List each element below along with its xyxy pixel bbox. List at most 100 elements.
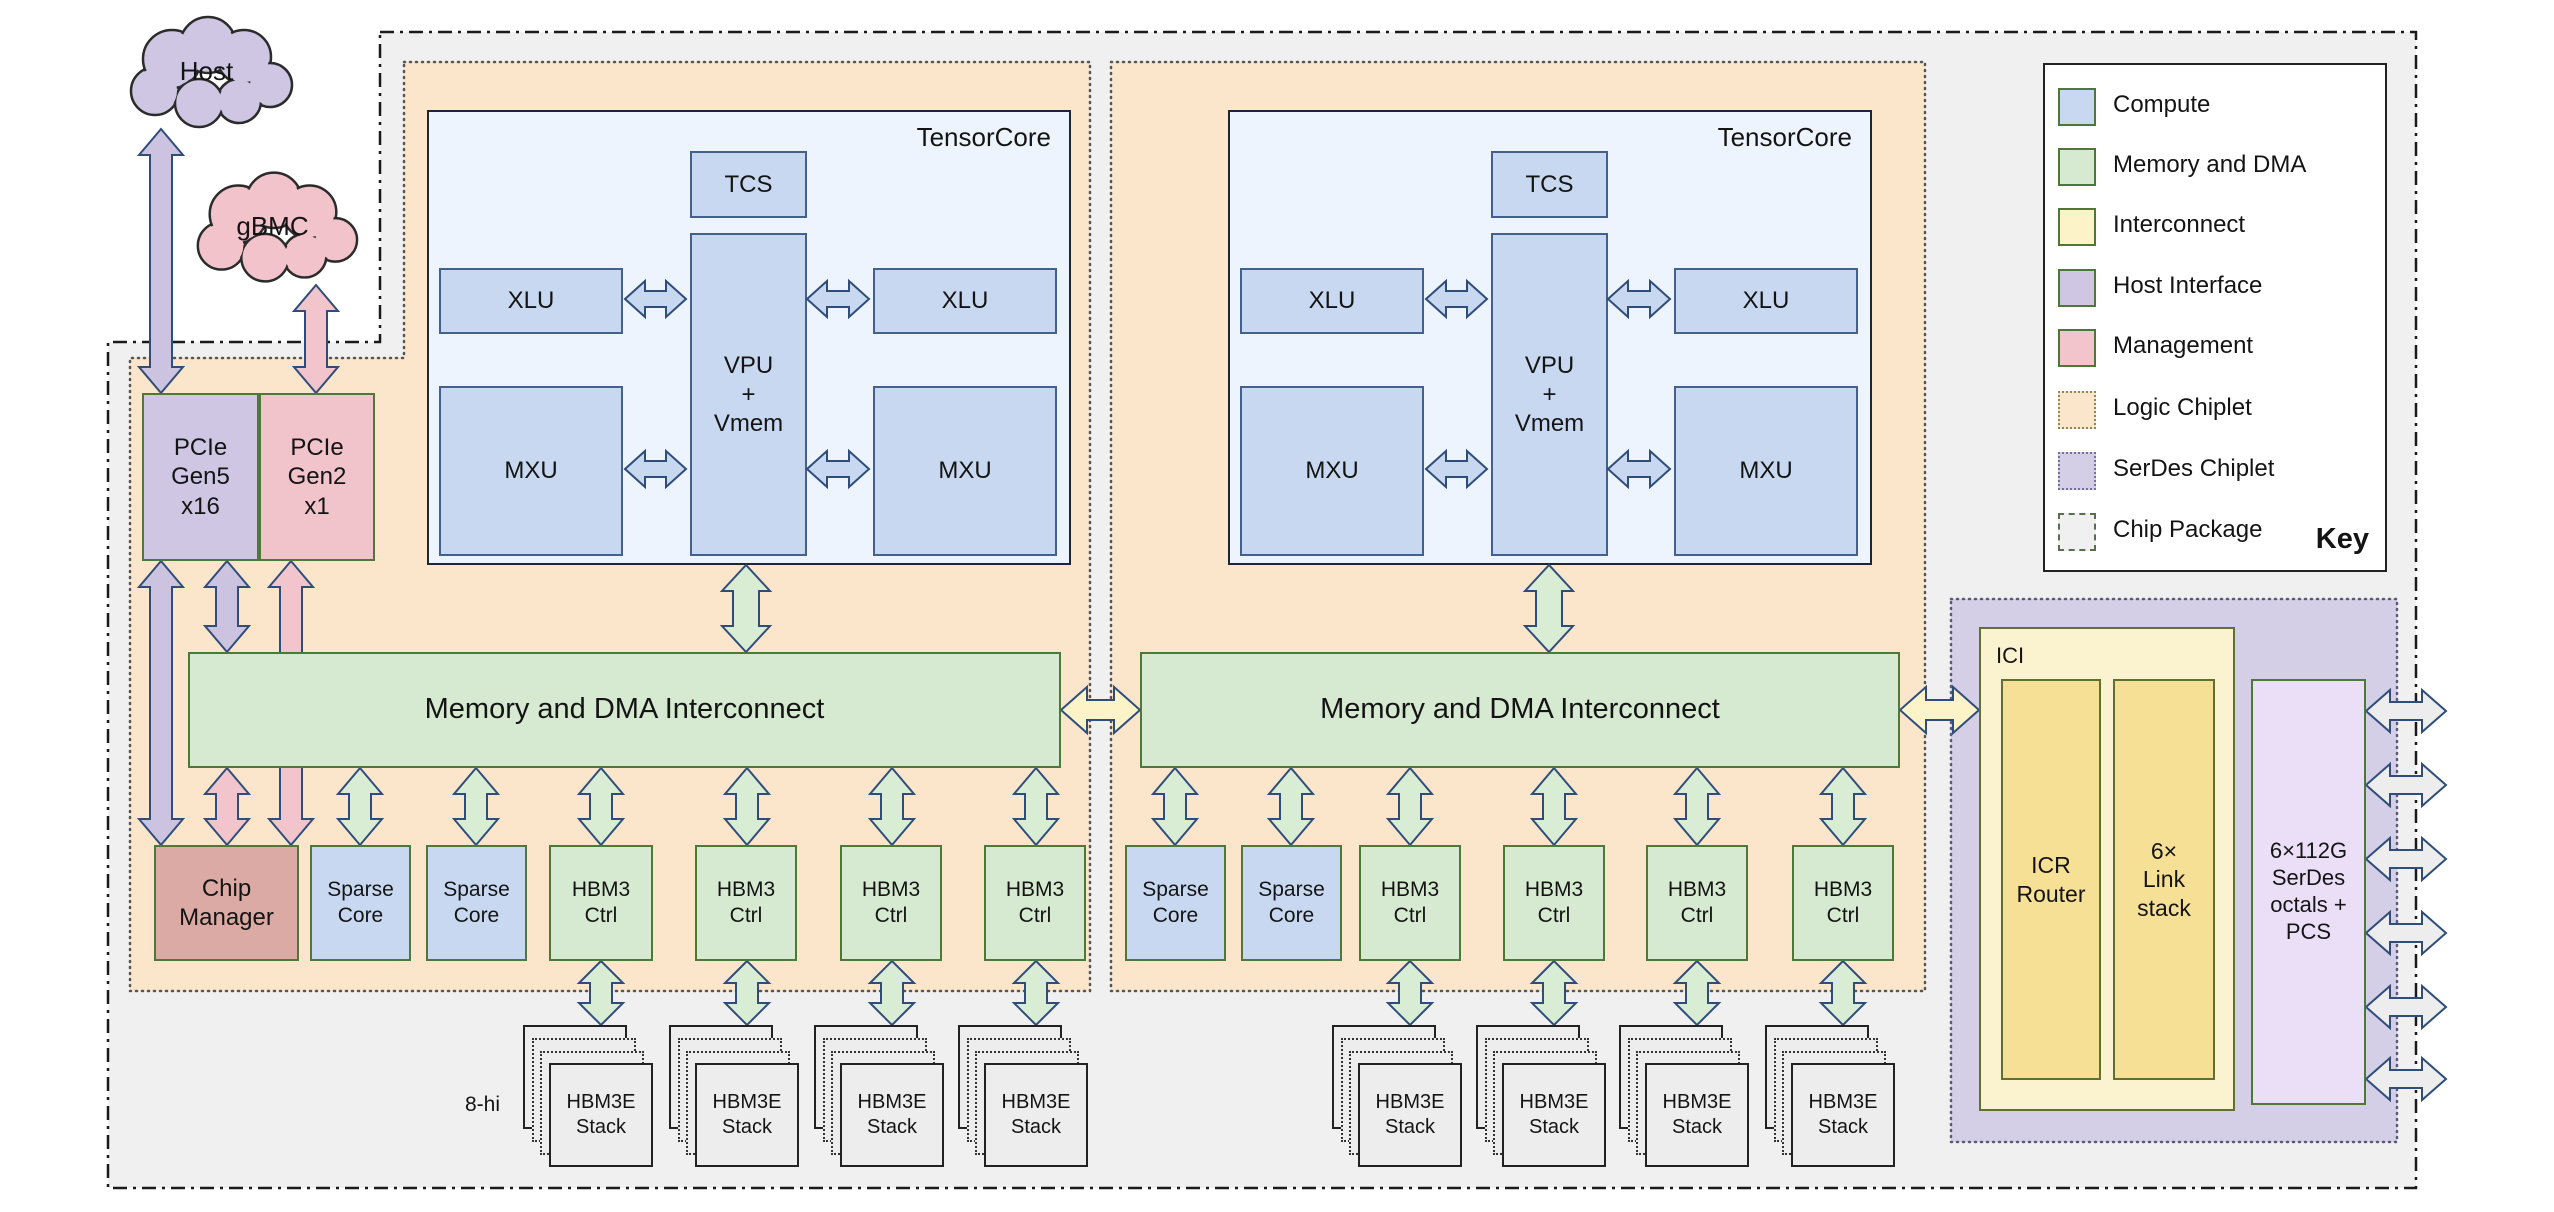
legend-label: Interconnect [2113,211,2246,238]
gbmc-cloud: gBMC [182,168,363,285]
sparse-core-block: Sparse Core [1125,845,1226,961]
sparse-core-block: Sparse Core [310,845,411,961]
hbm3e-stack-front: HBM3E Stack [984,1063,1088,1167]
legend-label: Chip Package [2113,516,2263,543]
arrow-serdes-link [2364,1055,2448,1103]
hbm3-ctrl-block: HBM3 Ctrl [1359,845,1461,961]
legend-label: SerDes Chiplet [2113,455,2275,482]
hbm3e-stack-front: HBM3E Stack [695,1063,799,1167]
tensorcore-1-panel: TensorCore TCS VPU + Vmem XLU XLU MXU MX… [427,110,1071,565]
vpu-vmem-block: VPU + Vmem [690,233,807,556]
hbm3e-stack-group: HBM3E Stack [958,1025,1088,1167]
hbm3e-stack-group: HBM3E Stack [1619,1025,1749,1167]
hbm3e-stack-front: HBM3E Stack [1645,1063,1749,1167]
arrow-vpu-mxu [805,448,871,490]
arrow-serdes-link [2364,835,2448,883]
ici-title: ICI [1996,643,2025,668]
legend-row: Chip Package [2045,512,2385,552]
serdes-chiplet-swatch [2058,452,2096,490]
sparse-core-block: Sparse Core [1241,845,1342,961]
hbm3e-stack-group: HBM3E Stack [669,1025,799,1167]
memory-dma-swatch [2058,148,2096,186]
legend-label: Memory and DMA [2113,151,2307,178]
hbm3-ctrl-block: HBM3 Ctrl [984,845,1086,961]
legend-row: SerDes Chiplet [2045,451,2385,491]
stack-height-note: 8-hi [464,1093,500,1116]
icr-router-block: ICR Router [2001,679,2101,1080]
arrow-mxu-vpu [1424,448,1489,490]
legend-row: Interconnect [2045,207,2385,247]
arrow-serdes-link [2364,761,2448,809]
gbmc-cloud-shape [196,171,359,283]
legend-row: Management [2045,328,2385,368]
pcie-gen5-block: PCIe Gen5 x16 [142,393,259,561]
legend-row: Logic Chiplet [2045,390,2385,430]
hbm3e-stack-front: HBM3E Stack [1358,1063,1462,1167]
arrow-vpu-xlu [1606,278,1672,320]
arrow-xlu-vpu [1424,278,1489,320]
link-stack-block: 6× Link stack [2113,679,2215,1080]
management-swatch [2058,329,2096,367]
mxu-block: MXU [873,386,1057,556]
key-title: Key [2315,523,2369,555]
arrow-xlu-vpu [623,278,688,320]
arrow-serdes-link [2364,909,2448,957]
hbm3-ctrl-block: HBM3 Ctrl [549,845,653,961]
logic-chiplet-swatch [2058,391,2096,429]
xlu-block: XLU [873,268,1057,334]
pcie-gen2-block: PCIe Gen2 x1 [259,393,375,561]
hbm3-ctrl-block: HBM3 Ctrl [1646,845,1748,961]
hbm3e-stack-front: HBM3E Stack [1791,1063,1895,1167]
mxu-block: MXU [1240,386,1424,556]
tcs-block: TCS [690,151,807,218]
hbm3e-stack-group: HBM3E Stack [523,1025,653,1167]
host-cloud-label: Host [179,56,234,86]
legend-row: Compute [2045,87,2385,127]
interconnect-swatch [2058,208,2096,246]
hbm3e-stack-front: HBM3E Stack [1502,1063,1606,1167]
legend-label: Management [2113,332,2254,359]
hbm3e-stack-group: HBM3E Stack [1765,1025,1895,1167]
legend-label: Compute [2113,91,2211,118]
mxu-block: MXU [1674,386,1858,556]
host-interface-swatch [2058,269,2096,307]
legend-row: Memory and DMA [2045,147,2385,187]
hbm3-ctrl-block: HBM3 Ctrl [840,845,942,961]
key-legend: Compute Memory and DMA Interconnect Host… [2043,63,2387,572]
tensorcore-2-panel: TensorCore TCS VPU + Vmem XLU XLU MXU MX… [1228,110,1872,565]
legend-label: Logic Chiplet [2113,394,2252,421]
memory-dma-interconnect-right: Memory and DMA Interconnect [1140,652,1900,768]
legend-label: Host Interface [2113,272,2263,299]
tensorcore-2-title: TensorCore [1717,122,1852,152]
hbm3-ctrl-block: HBM3 Ctrl [695,845,797,961]
chip-package-swatch [2058,513,2096,551]
arrow-serdes-link [2364,687,2448,735]
serdes-octals-block: 6×112G SerDes octals + PCS [2251,679,2366,1105]
legend-row: Host Interface [2045,268,2385,308]
sparse-core-block: Sparse Core [426,845,527,961]
hbm3e-stack-group: HBM3E Stack [1476,1025,1606,1167]
hbm3e-stack-group: HBM3E Stack [814,1025,944,1167]
arrow-serdes-link [2364,983,2448,1031]
hbm3e-stack-group: HBM3E Stack [1332,1025,1462,1167]
host-cloud-shape [129,15,294,129]
hbm3e-stack-front: HBM3E Stack [840,1063,944,1167]
arrow-vpu-mxu [1606,448,1672,490]
xlu-block: XLU [439,268,623,334]
host-cloud: Host [115,13,298,130]
xlu-block: XLU [1240,268,1424,334]
gbmc-cloud-label: gBMC [236,211,309,241]
compute-swatch [2058,88,2096,126]
hbm3e-stack-front: HBM3E Stack [549,1063,653,1167]
arrow-vpu-xlu [805,278,871,320]
tensorcore-1-title: TensorCore [916,122,1051,152]
xlu-block: XLU [1674,268,1858,334]
mxu-block: MXU [439,386,623,556]
hbm3-ctrl-block: HBM3 Ctrl [1792,845,1894,961]
memory-dma-interconnect-left: Memory and DMA Interconnect [188,652,1061,768]
arrow-mxu-vpu [623,448,688,490]
tcs-block: TCS [1491,151,1608,218]
hbm3-ctrl-block: HBM3 Ctrl [1503,845,1605,961]
